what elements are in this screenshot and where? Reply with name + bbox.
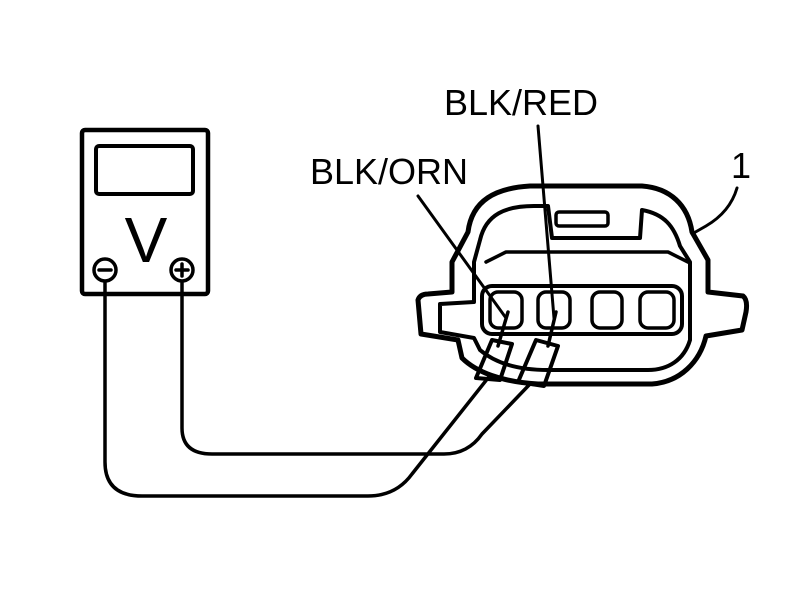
voltmeter-body xyxy=(79,127,211,297)
leader-blk-red xyxy=(536,124,556,320)
connector-outer-housing xyxy=(415,183,750,387)
plus-terminal-icon xyxy=(169,257,195,283)
minus-terminal-icon xyxy=(92,257,118,283)
voltmeter-symbol: V xyxy=(125,204,168,276)
connector-terminal xyxy=(488,290,524,330)
positive-test-lead xyxy=(180,280,532,456)
label-blk-orn: BLK/ORN xyxy=(310,151,468,192)
pin-labels: BLK/RED BLK/ORN 1 xyxy=(310,82,751,320)
connector-terminal xyxy=(638,290,676,330)
connector-inner-housing xyxy=(438,204,692,372)
label-callout-1: 1 xyxy=(731,145,751,186)
connector-guide-ridge xyxy=(484,250,690,264)
negative-test-lead xyxy=(103,280,490,498)
connector-terminal xyxy=(590,290,624,330)
voltmeter-display xyxy=(94,144,195,196)
leader-blk-orn xyxy=(416,194,508,320)
leader-callout-1 xyxy=(690,186,739,236)
test-leads xyxy=(103,280,532,498)
connector-lock-tab xyxy=(554,210,610,228)
connector-terminal-channel xyxy=(480,284,684,336)
connector xyxy=(415,183,750,387)
connector-terminals xyxy=(488,290,676,330)
voltmeter: V xyxy=(79,127,211,297)
label-blk-red: BLK/RED xyxy=(444,82,598,123)
